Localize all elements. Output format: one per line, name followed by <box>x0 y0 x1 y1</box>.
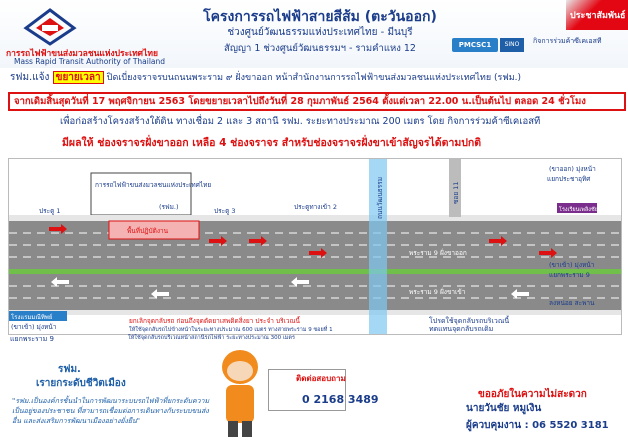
gate1-label: ประตู 1 <box>39 207 61 215</box>
gate2-label: ประตูทางเข้า 2 <box>294 203 337 211</box>
notice-line-1: รฟม.แจ้ง ขยายเวลา ปิดเบี่ยงจราจรบนถนนพระ… <box>10 70 521 85</box>
sino-logo: SINO <box>500 38 524 52</box>
outbound-direction: (ขาออก) มุ่งหน้า <box>549 165 596 173</box>
inbound-left-direction: (ขาเข้า) มุ่งหน้า <box>11 323 57 331</box>
mrta-building-short: (รฟม.) <box>159 203 179 211</box>
consortium-logo: กิจการร่วมค้าซีเคเอสที <box>533 37 602 45</box>
traffic-diagram: การรถไฟฟ้าขนส่งมวลชนแห่งประเทศไทย (รฟม.)… <box>8 158 622 335</box>
inbound-left-dest: แยกพระราม 9 <box>10 335 54 343</box>
school-marker <box>557 203 597 213</box>
pmcsc1-logo: PMCSC1 <box>452 38 498 52</box>
notice-line-4: มีผลให้ ช่องจราจรฝั่งขาออก เหลือ 4 ช่องจ… <box>62 137 482 149</box>
notice-line-3: เพื่อก่อสร้างโครงสร้างใต้ดิน ทางเชื่อม 2… <box>60 116 541 127</box>
vertical-road <box>369 159 387 334</box>
apology-text: ขออภัยในความไม่สะดวก <box>478 389 587 400</box>
soi11-label: ซอย 11 <box>452 182 460 204</box>
lane-outbound-label: พระราม 9 ฝั่งขาออก <box>409 248 467 257</box>
notice-extend-highlight: ขยายเวลา <box>52 71 104 84</box>
controller-phone: ผู้ควบคุมงาน : 06 5520 3181 <box>466 420 609 431</box>
project-subtitle-2: สัญญา 1 ช่วงศูนย์วัฒนธรรมฯ - รามคำแหง 12 <box>224 43 416 54</box>
lane-change-label: ลงหน่อย สะพาน <box>549 299 595 307</box>
org-name-thai: การรถไฟฟ้าขนส่งมวลชนแห่งประเทศไทย <box>6 49 158 59</box>
inbound-right-direction: (ขาเข้า) มุ่งหน้า <box>549 261 595 269</box>
inbound-right-dest: แยกพระราม 9 <box>549 271 590 279</box>
vertical-road-label: ถนนวัฒนธรรม <box>376 177 384 219</box>
announce-banner <box>566 0 628 30</box>
notice-line1-pre: รฟม.แจ้ง <box>10 72 50 83</box>
contact-box <box>268 369 346 411</box>
median <box>9 269 621 274</box>
controller-name: นายวันชัย หมูเงิน <box>466 403 542 414</box>
new-uturn-note: โปรดใช้จุดกลับรถบริเวณนี้ <box>429 314 510 325</box>
hotel-label: โรงแรมมณีทิพย์ <box>11 313 52 321</box>
new-uturn-note-2: ทดแทนจุดกลับรถเดิม <box>429 325 493 333</box>
header-bar <box>0 0 628 68</box>
mascot-illustration <box>222 350 258 437</box>
mrta-logo <box>23 8 77 46</box>
project-subtitle-1: ช่วงศูนย์วัฒนธรรมแห่งประเทศไทย - มีนบุรี <box>227 27 413 38</box>
mrta-building-shape <box>90 172 192 216</box>
school-label: โรงเรียนเพลิงชัย <box>559 205 598 213</box>
gate3-label: ประตู 3 <box>214 207 236 215</box>
contact-label: ติดต่อสอบถาม <box>296 374 346 383</box>
hotel-marker <box>9 311 67 321</box>
mrta-building-label: การรถไฟฟ้าขนส่งมวลชนแห่งประเทศไทย <box>95 181 211 189</box>
lane-inbound-label: พระราม 9 ฝั่งขาเข้า <box>409 287 466 296</box>
notice-line1-post: ปิดเบี่ยงจราจรบนถนนพระราม ๙ ฝั่งขาออก หน… <box>106 73 522 83</box>
uturn-detail-1: ให้ใช้จุดกลับรถไปข้างหน้าในระยะทางประมาณ… <box>129 325 333 333</box>
road-inbound <box>9 274 621 310</box>
footer-slogan: เรายกระดับชีวิตเมือง <box>36 378 126 389</box>
construction-label: พื้นที่ปฏิบัติงาน <box>127 226 169 235</box>
uturn-detail-2: ให้ใช้จุดกลับรถบริเวณหน้าสถานีรถไฟฟ้า ระ… <box>128 335 295 341</box>
footer-motto: "รฟม.เป็นองค์กรชั้นนำในการพัฒนาระบบรถไฟฟ… <box>12 397 210 425</box>
outbound-dest: แยกประชาอุทิศ <box>547 175 591 183</box>
project-title: โครงการรถไฟฟ้าสายสีส้ม (ตะวันออก) <box>203 9 437 25</box>
announce-label: ประชาสัมพันธ์ <box>570 11 626 21</box>
contact-phone: 0 2168 3489 <box>302 393 379 406</box>
notice-date-box: จากเดิมสิ้นสุดวันที่ 17 พฤศจิกายน 2563 โ… <box>8 92 626 111</box>
org-name-english: Mass Rapid Transit Authority of Thailand <box>14 57 166 66</box>
footer-rfm: รฟม. <box>58 364 81 375</box>
construction-zone <box>108 220 200 240</box>
uturn-cancel-note: ยกเลิกจุดกลับรถ ก่อนถึงจุดตัดยาเสพติดสิ่… <box>129 316 301 325</box>
